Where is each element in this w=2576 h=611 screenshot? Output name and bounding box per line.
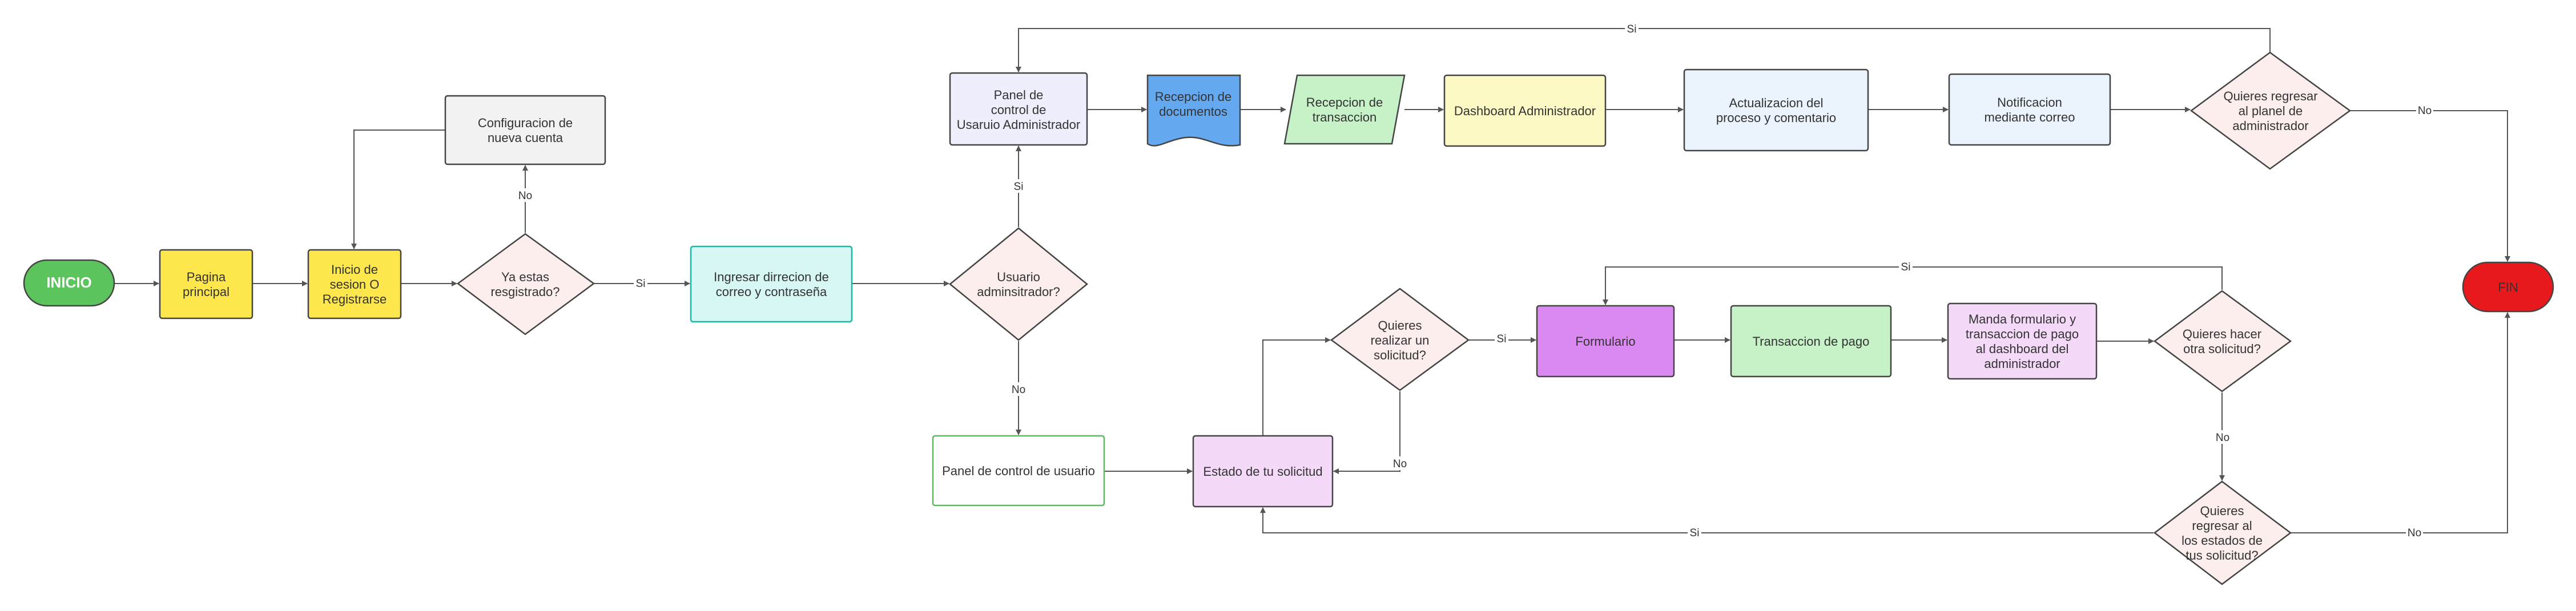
estado-solicitud-label: Estado de tu solicitud [1203,464,1322,479]
process-transaccion-pago [1730,305,1892,378]
edge-label-no-fin-estados: No [2408,527,2421,539]
edge-regresar-admin-fin [2350,110,2510,262]
process-formulario [1536,305,1675,378]
process-actualizacion [1683,68,1869,152]
edge-config-inicio-sesion [351,130,445,249]
start-label: INICIO [46,274,91,291]
formulario-label: Formulario [1575,334,1635,349]
edge-otra-formulario [1603,266,2223,305]
process-dashboard-admin [1443,74,1607,147]
edge-label-si-loop-formulario: Si [1901,261,1911,273]
decision-regresar-admin [2189,51,2352,170]
edge-label-si-formulario: Si [1497,333,1507,345]
process-notificacion [1948,73,2111,146]
process-config-cuenta [444,95,606,165]
decision-realizar-solicitud [1330,288,1470,391]
edge-label-no-config: No [518,190,532,202]
edge-estado-realizar [1262,337,1331,436]
edge-regresar-estados-fin [2291,312,2510,533]
dashboard-admin-label: Dashboard Administrador [1454,104,1596,118]
edge-regresar-estados-estado [1260,507,2154,533]
edge-label-si-registrado: Si [636,278,646,290]
edge-label-no-otra: No [2216,432,2229,444]
process-panel-admin [949,72,1088,146]
start-terminal [23,259,115,307]
document-recepcion-docs [1146,74,1241,147]
decision-usuario-admin [949,227,1088,341]
end-label: FIN [2498,280,2518,294]
panel-usuario-label: Panel de control de usuario [942,464,1095,478]
edge-label-no-realizar: No [1393,458,1407,470]
process-estado-solicitud [1192,435,1334,508]
decision-ya-registrado [456,233,595,335]
edge-label-si-loop-admin: Si [1627,23,1637,35]
edge-label-no-fin-admin: No [2418,105,2432,117]
edge-regresar-admin-panel-admin [1016,28,2271,72]
decision-regresar-estados [2153,480,2292,585]
end-terminal [2462,261,2554,313]
edge-label-si-estados: Si [1690,527,1700,539]
process-ingresar-correo [690,245,853,323]
edge-label-no-admin: No [1012,384,1025,396]
data-recepcion-trans [1283,74,1406,145]
edge-realizar-estado [1333,391,1400,474]
decision-otra-solicitud [2153,290,2292,393]
process-panel-usuario [932,435,1105,507]
transaccion-pago-label: Transaccion de pago [1753,334,1870,349]
process-pagina-principal [159,249,253,319]
process-manda-formulario [1947,302,2098,380]
process-inicio-sesion [307,249,402,319]
edge-label-si-admin: Si [1014,181,1024,193]
